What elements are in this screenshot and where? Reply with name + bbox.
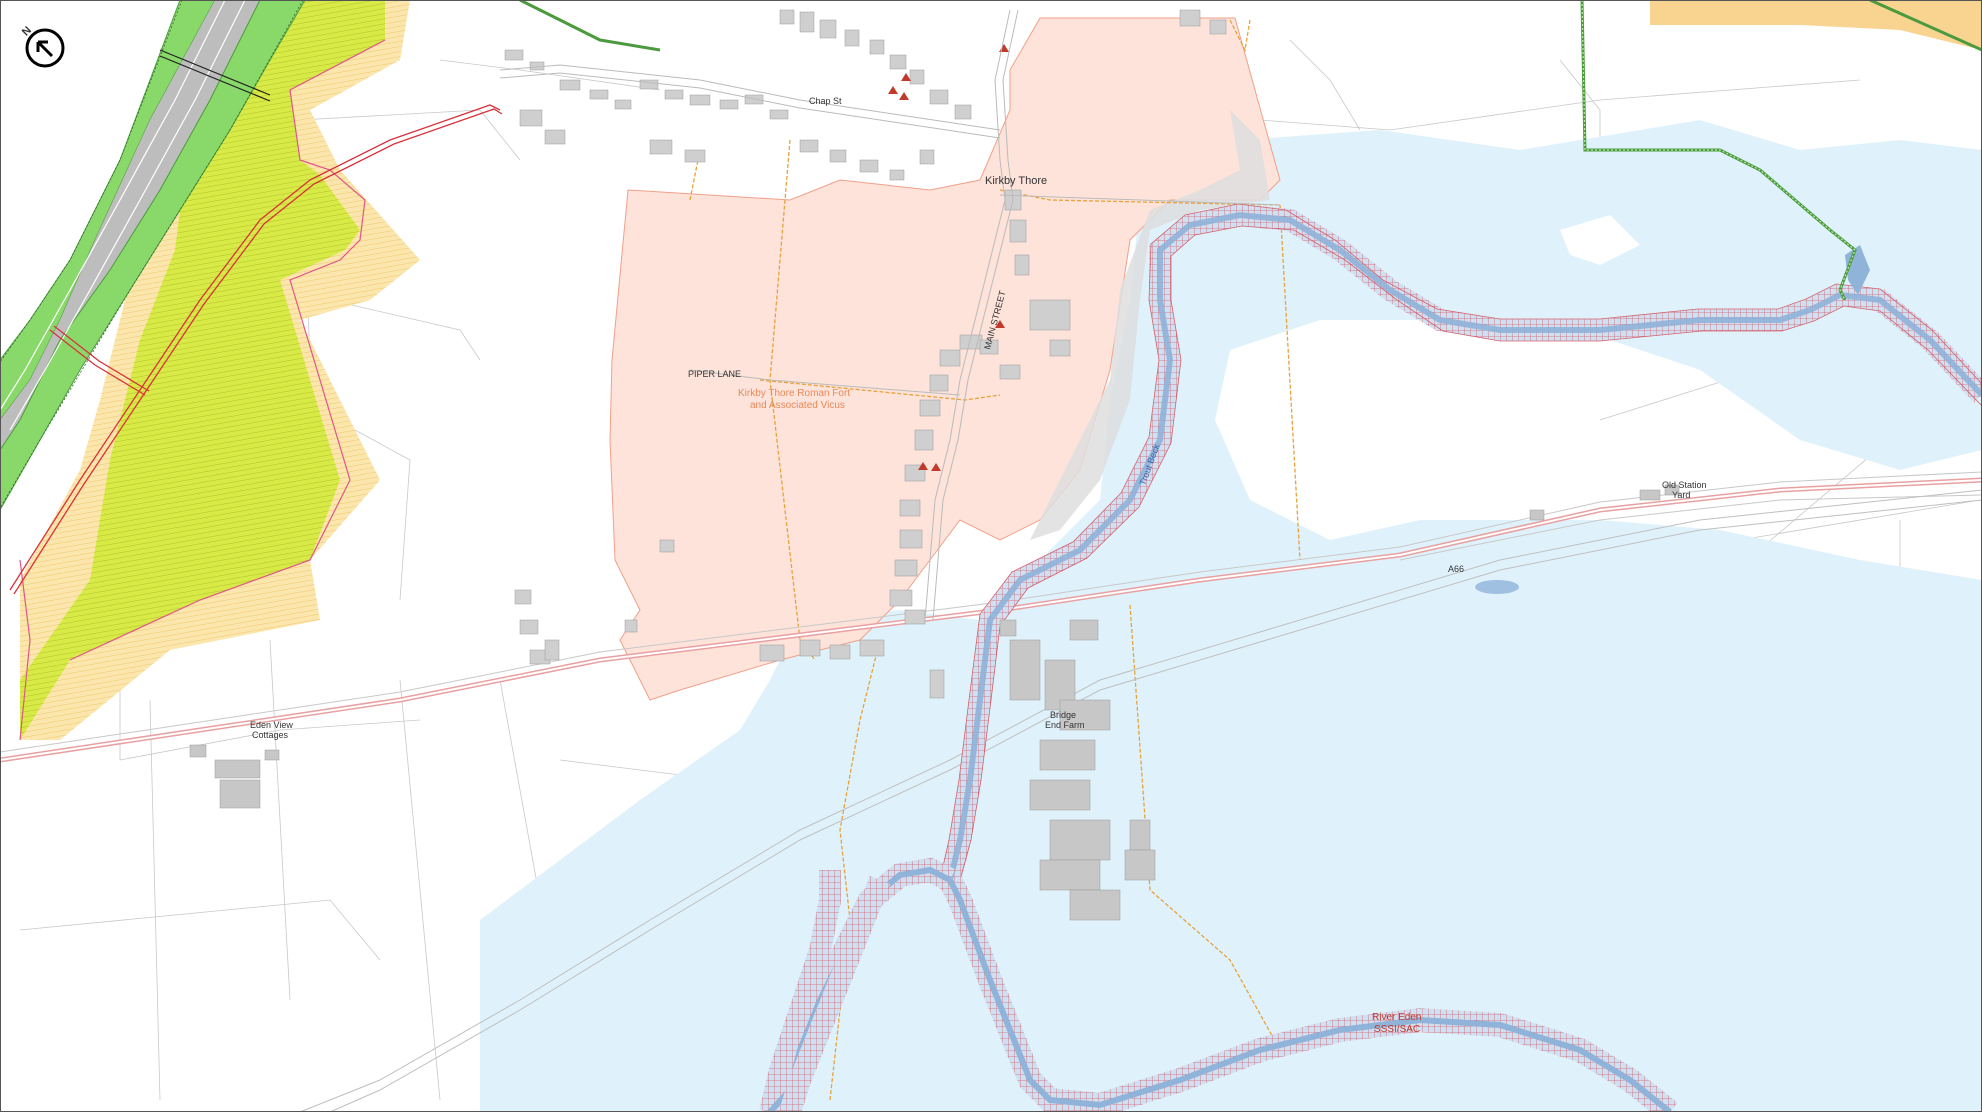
landscape-zone-edge-line	[69, 39, 386, 661]
label-eden-view-2: Cottages	[252, 730, 289, 740]
label-bridge-end-1: Bridge	[1050, 710, 1076, 720]
label-roman-fort-1: Kirkby Thore Roman Fort	[738, 388, 850, 399]
motorway-bridges	[159, 49, 271, 102]
village-streets	[499, 9, 1281, 621]
dismantled-railway	[299, 489, 1982, 1112]
label-chap-street: Chap St	[809, 96, 842, 106]
pond	[1475, 580, 1519, 594]
green-strip-top	[519, 0, 661, 52]
listed-building-marker	[931, 463, 941, 471]
listed-building-marker	[888, 86, 898, 94]
label-bridge-end-2: End Farm	[1045, 720, 1085, 730]
green-route-top-right	[1580, 0, 1857, 301]
label-roman-fort-2: and Associated Vicus	[750, 400, 845, 411]
river-eden	[759, 857, 1678, 1112]
label-piper-lane: PIPER LANE	[688, 369, 741, 379]
label-a66: A66	[1448, 564, 1464, 574]
label-river-eden-2: SSSI/SAC	[1374, 1024, 1420, 1035]
listed-building-marker	[995, 320, 1005, 328]
listed-building-marker	[918, 462, 928, 470]
label-kirkby-thore: Kirkby Thore	[985, 175, 1047, 187]
bridge-end-farm-buildings	[999, 619, 1156, 921]
village-buildings	[504, 9, 1227, 699]
monument-grey-zone	[1030, 110, 1270, 540]
label-old-station-2: Yard	[1672, 490, 1690, 500]
eden-view-cottages-buildings	[189, 744, 280, 809]
landscape-zone	[20, 0, 385, 740]
flood-zone	[480, 120, 1982, 1112]
label-river-eden-1: River Eden	[1372, 1012, 1421, 1023]
old-station-yard-buildings	[1529, 484, 1680, 521]
flood-zone-island	[1560, 215, 1640, 265]
listed-building-marker	[901, 73, 911, 81]
motorway-corridor	[0, 0, 306, 512]
landscape-zone-edge-line-2	[19, 559, 31, 741]
top-right-zone-edge	[1869, 0, 1982, 52]
haul-routes	[9, 104, 503, 595]
label-eden-view-1: Eden View	[250, 720, 293, 730]
listed-building-marker	[899, 92, 909, 100]
label-old-station-1: Old Station	[1662, 480, 1707, 490]
